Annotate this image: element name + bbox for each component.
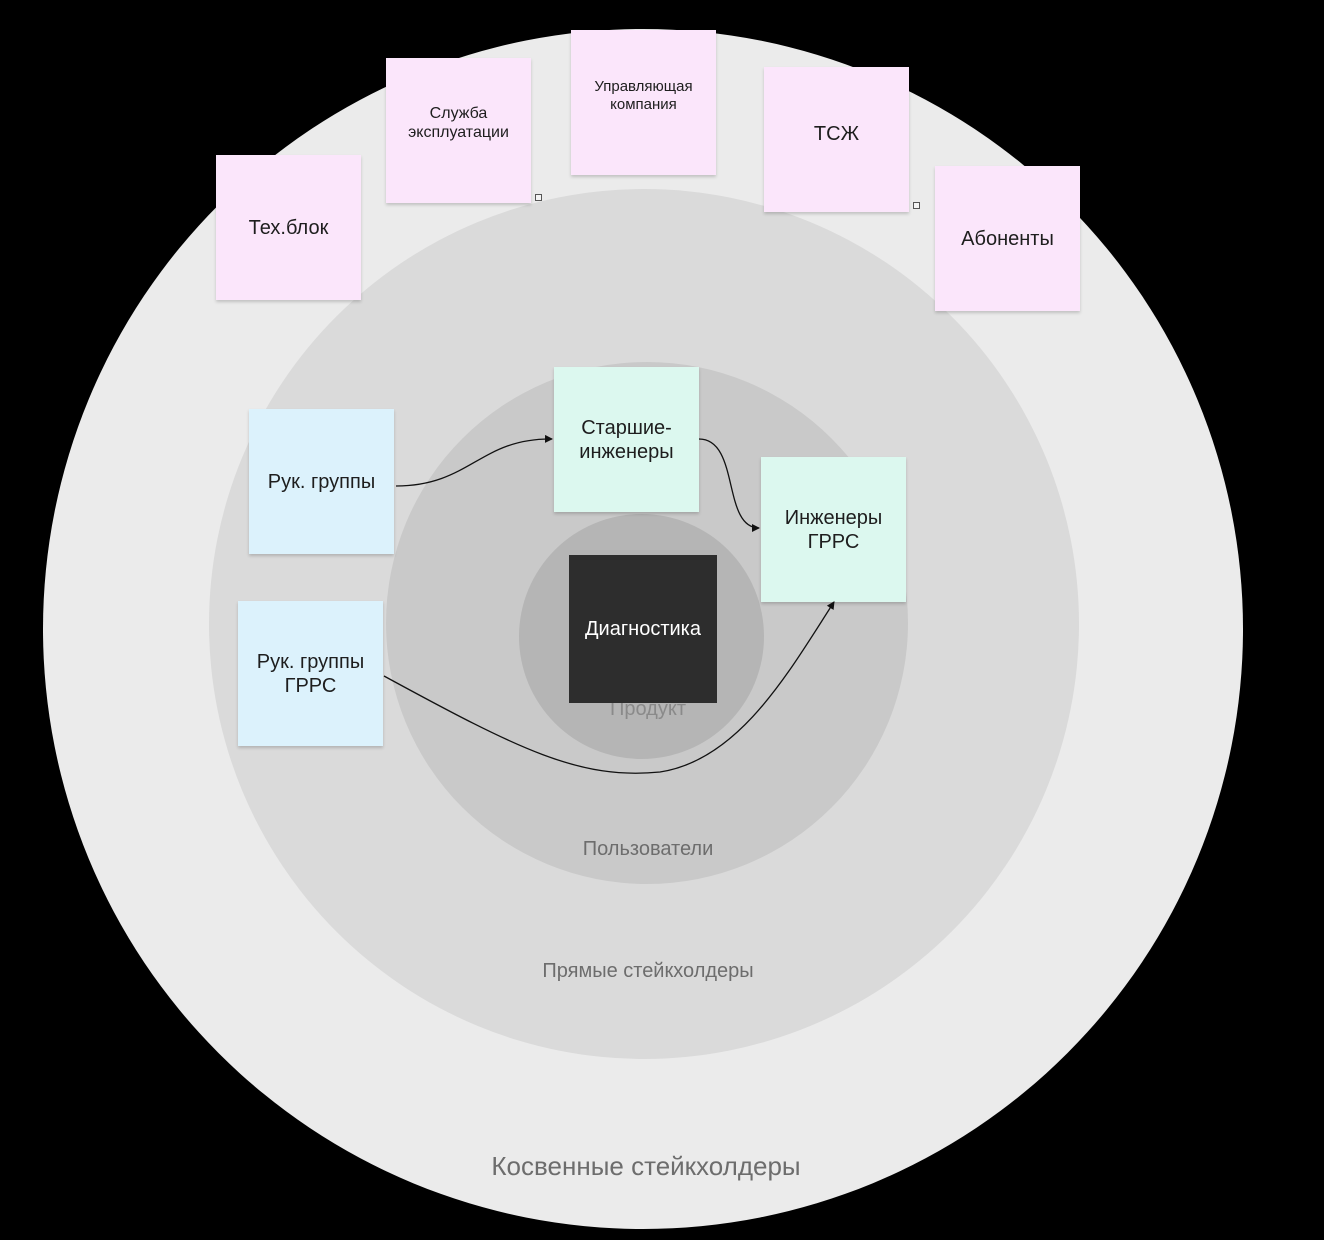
sticky-operations-service[interactable]: Служба эксплуатации — [386, 58, 531, 203]
sticky-subscribers[interactable]: Абоненты — [935, 166, 1080, 311]
sticky-group-leads-grrs[interactable]: Рук. группы ГРРС — [238, 601, 383, 746]
comment-icon[interactable] — [535, 194, 542, 201]
sticky-tech-block[interactable]: Тех.блок — [216, 155, 361, 300]
direct-stakeholders-ring-label: Прямые стейкхолдеры — [542, 960, 754, 982]
arrow-group-leads-grrs-to-grrs-engineers — [383, 601, 835, 774]
product-ring-label: Продукт — [610, 698, 686, 720]
core-product-box[interactable]: Диагностика — [569, 555, 717, 703]
indirect-stakeholders-ring-label: Косвенные стейкхолдеры — [491, 1151, 801, 1181]
sticky-grrs-engineers[interactable]: Инженеры ГРРС — [761, 457, 906, 602]
arrow-senior-engineers-to-grrs-engineers — [698, 438, 760, 532]
comment-icon[interactable] — [913, 202, 920, 209]
users-ring-label: Пользователи — [582, 838, 714, 860]
sticky-management-company[interactable]: Управляющая компания — [571, 30, 716, 175]
arrow-group-leads-to-senior-engineers — [395, 434, 553, 487]
sticky-group-leads[interactable]: Рук. группы — [249, 409, 394, 554]
sticky-senior-engineers[interactable]: Старшие-инженеры — [554, 367, 699, 512]
sticky-hoa[interactable]: ТСЖ — [764, 67, 909, 212]
